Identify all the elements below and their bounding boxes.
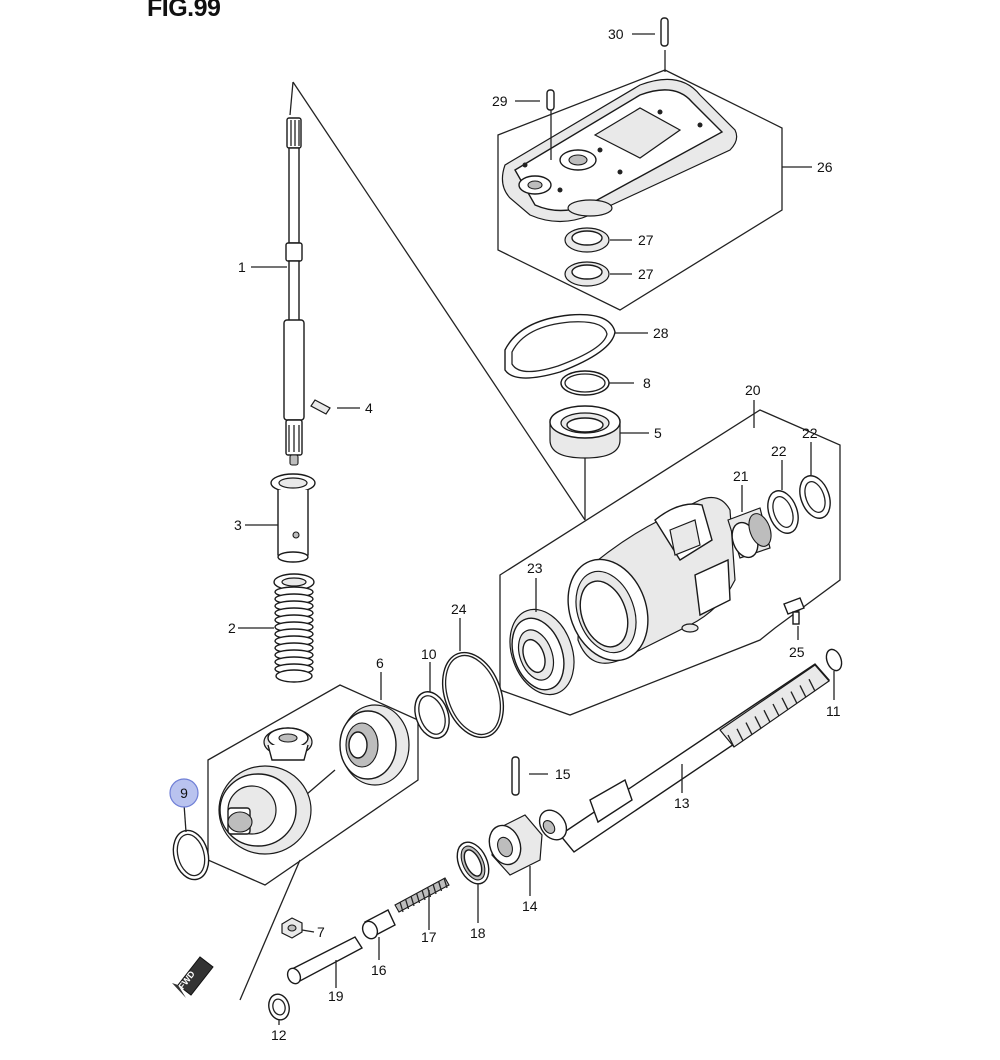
callout-23: 23 [527, 560, 543, 576]
leader-lines [183, 33, 835, 1025]
part-2-spring [273, 573, 315, 683]
part-6-gear-set [218, 704, 410, 855]
callout-16: 16 [371, 962, 387, 978]
callout-27a: 27 [638, 232, 654, 248]
shaft-spline [790, 691, 798, 704]
part-1-driveshaft [283, 117, 305, 466]
spring17-coil [432, 883, 437, 895]
part-27-seal-upper [564, 227, 610, 253]
part-21-needle-bearing [727, 507, 772, 559]
part-4-key [310, 399, 331, 415]
callout-1: 1 [238, 259, 246, 275]
callout-5: 5 [654, 425, 662, 441]
figure-title: FIG.99 [147, 0, 221, 22]
callout-27b: 27 [638, 266, 654, 282]
shaft-spline [763, 709, 771, 723]
callout-labels: 1 2 3 4 5 6 7 8 10 11 12 13 14 15 16 17 … [169, 26, 841, 1043]
callout-7: 7 [317, 924, 325, 940]
frame-upper-triangle [292, 81, 586, 521]
part-24-ring [441, 651, 505, 739]
part-20-housing [567, 497, 736, 664]
part-26-plate [501, 78, 738, 223]
callout-21: 21 [733, 468, 749, 484]
part-3-sleeve [270, 473, 316, 563]
callout-22b: 22 [802, 425, 818, 441]
shaft-spline [736, 728, 744, 742]
part-8-oring [560, 370, 610, 396]
spring17-coil [421, 889, 426, 901]
frame-box-20 [499, 409, 841, 716]
part-22-seal-b [799, 475, 831, 519]
shaft-spline [772, 703, 780, 717]
part-23-bearing [509, 608, 575, 696]
callout-26: 26 [817, 159, 833, 175]
spring17-coil [415, 892, 421, 904]
part-12-washer [268, 993, 290, 1021]
part-18-clip [456, 841, 490, 885]
callout-17: 17 [421, 929, 437, 945]
part-22-seal-a [767, 490, 799, 534]
callout-9: 9 [180, 785, 188, 801]
callout-13: 13 [674, 795, 690, 811]
callout-14: 14 [522, 898, 538, 914]
callout-30: 30 [608, 26, 624, 42]
spring17-coil [399, 901, 404, 913]
callout-20: 20 [745, 382, 761, 398]
shaft-spline [799, 685, 807, 698]
part-11-circlip [825, 648, 843, 672]
frame-upper-triangle-left [289, 81, 294, 116]
part-7-nut [281, 917, 303, 939]
callout-24: 24 [451, 601, 467, 617]
fwd-arrow-icon: FWD [172, 956, 214, 998]
shaft-spline [808, 678, 816, 692]
callout-2: 2 [228, 620, 236, 636]
part-5-bearing [549, 405, 621, 459]
shaft-spline [754, 716, 762, 729]
spring17-coil [404, 898, 410, 910]
callout-8: 8 [643, 375, 651, 391]
part-25-bolt [783, 597, 805, 625]
part-28-gasket [504, 313, 616, 379]
part-27-seal-lower [564, 261, 610, 287]
spring17-coil [437, 880, 443, 892]
part-29-pin [546, 89, 555, 111]
part-17-spring [394, 877, 450, 913]
spring17-coil [443, 877, 448, 889]
part-16-shifter [361, 909, 396, 940]
callout-11: 11 [826, 703, 841, 719]
shaft-spline [781, 697, 789, 711]
callout-4: 4 [365, 400, 373, 416]
callout-28: 28 [653, 325, 669, 341]
callout-10: 10 [421, 646, 437, 662]
shaft-spline [745, 722, 753, 735]
part-10-oring [414, 691, 450, 739]
callout-6: 6 [376, 655, 384, 671]
part-14-clutch [488, 814, 543, 876]
part-13-propeller-shaft [538, 663, 831, 853]
callout-3: 3 [234, 517, 242, 533]
callout-18: 18 [470, 925, 486, 941]
callout-29: 29 [492, 93, 508, 109]
callout-12: 12 [271, 1027, 287, 1043]
callout-22a: 22 [771, 443, 787, 459]
callout-25: 25 [789, 644, 805, 660]
callout-19: 19 [328, 988, 344, 1004]
spring17-coil [410, 895, 415, 907]
callout-9-highlight[interactable] [169, 778, 199, 808]
frame-lower-diagonal [239, 859, 301, 1001]
callout-15: 15 [555, 766, 571, 782]
part-30-pin [660, 17, 669, 47]
part-15-pin [511, 756, 520, 796]
part-9-shim [172, 829, 210, 881]
shaft-spline [727, 734, 735, 748]
part-19-pushrod [286, 936, 363, 985]
